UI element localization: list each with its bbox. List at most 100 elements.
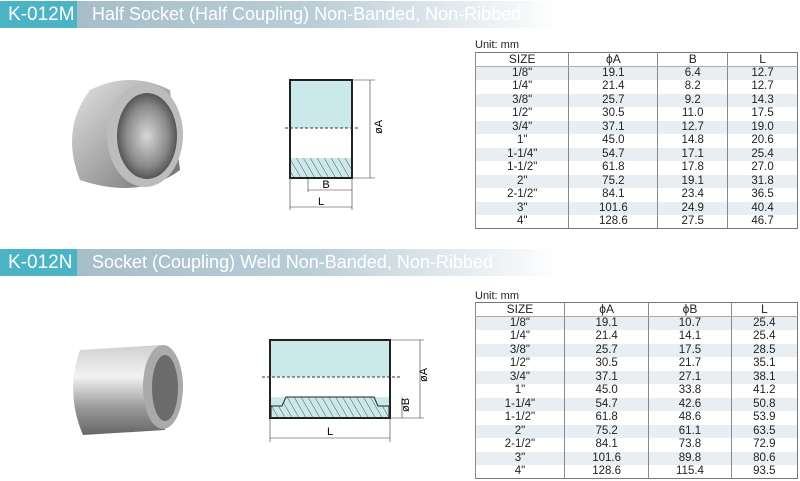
table-cell: 1/4" xyxy=(475,330,565,344)
column-header: ϕA xyxy=(568,52,658,67)
table-cell: 9.2 xyxy=(657,93,728,107)
unit-label: Unit: mm xyxy=(475,290,519,302)
table-cell: 128.6 xyxy=(563,465,649,479)
dim-l-label: L xyxy=(318,196,324,208)
table-cell: 12.7 xyxy=(657,120,728,134)
table-cell: 1-1/2" xyxy=(474,161,569,175)
table-cell: 25.4 xyxy=(727,147,798,161)
table-cell: 84.1 xyxy=(568,188,658,202)
table-cell: 30.5 xyxy=(563,357,649,371)
table-cell: 61.8 xyxy=(568,161,658,175)
product-title: Socket (Coupling) Weld Non-Banded, Non-R… xyxy=(92,252,493,272)
table-cell: 19.1 xyxy=(568,66,658,80)
table-cell: 1" xyxy=(475,384,565,398)
table-cell: 25.4 xyxy=(730,330,798,344)
table-cell: 42.6 xyxy=(648,397,732,411)
table-cell: 17.8 xyxy=(657,161,728,175)
table-cell: 3/4" xyxy=(474,120,569,134)
table-cell: 48.6 xyxy=(648,411,732,425)
column-header: ϕA xyxy=(563,302,649,317)
table-cell: 4" xyxy=(474,215,569,229)
table-cell: 3" xyxy=(474,201,569,215)
table-cell: 84.1 xyxy=(563,438,649,452)
table-cell: 14.8 xyxy=(657,134,728,148)
socket-photo xyxy=(73,345,183,435)
dim-a-label: øA xyxy=(373,119,385,134)
table-cell: 11.0 xyxy=(657,107,728,121)
table-cell: 8.2 xyxy=(657,80,728,94)
table-cell: 21.7 xyxy=(648,357,732,371)
dim-b-label: B xyxy=(322,179,329,191)
table-cell: 28.5 xyxy=(730,343,798,357)
table-cell: 54.7 xyxy=(563,397,649,411)
table-cell: 3/8" xyxy=(475,343,565,357)
table-cell: 50.8 xyxy=(730,397,798,411)
product-title: Half Socket (Half Coupling) Non-Banded, … xyxy=(92,4,522,24)
section-header-k012n: K-012N Socket (Coupling) Weld Non-Banded… xyxy=(0,249,560,276)
table-cell: 27.0 xyxy=(727,161,798,175)
table-cell: 3/4" xyxy=(475,370,565,384)
table-cell: 45.0 xyxy=(568,134,658,148)
table-cell: 61.1 xyxy=(648,424,732,438)
table-cell: 21.4 xyxy=(568,80,658,94)
table-cell: 72.9 xyxy=(730,438,798,452)
table-cell: 1/2" xyxy=(475,357,565,371)
table-cell: 1/2" xyxy=(474,107,569,121)
table-cell: 31.8 xyxy=(727,174,798,188)
table-cell: 33.8 xyxy=(648,384,732,398)
table-cell: 89.8 xyxy=(648,451,732,465)
table-cell: 1-1/2" xyxy=(475,411,565,425)
table-cell: 37.1 xyxy=(568,120,658,134)
table-cell: 12.7 xyxy=(727,66,798,80)
table-cell: 27.5 xyxy=(657,215,728,229)
table-cell: 75.2 xyxy=(568,174,658,188)
table-cell: 25.7 xyxy=(563,343,649,357)
product-code: K-012M xyxy=(0,1,77,28)
column-header: B xyxy=(657,52,728,67)
table-cell: 17.5 xyxy=(648,343,732,357)
unit-label: Unit: mm xyxy=(475,39,519,51)
table-cell: 3/8" xyxy=(474,93,569,107)
table-cell: 35.1 xyxy=(730,357,798,371)
table-cell: 2" xyxy=(475,424,565,438)
table-cell: 101.6 xyxy=(568,201,658,215)
table-cell: 2-1/2" xyxy=(475,438,565,452)
table-cell: 1-1/4" xyxy=(474,147,569,161)
socket-drawing: øB øA L xyxy=(262,339,430,442)
section-header-k012m: K-012M Half Socket (Half Coupling) Non-B… xyxy=(0,1,560,28)
table-cell: 2" xyxy=(474,174,569,188)
column-header: SIZE xyxy=(475,302,565,317)
dim-b-label: øB xyxy=(400,398,412,412)
table-cell: 12.7 xyxy=(727,80,798,94)
table-cell: 6.4 xyxy=(657,66,728,80)
table-cell: 1/8" xyxy=(475,316,565,330)
table-cell: 1" xyxy=(474,134,569,148)
table-cell: 3" xyxy=(475,451,565,465)
table-cell: 73.8 xyxy=(648,438,732,452)
column-header: SIZE xyxy=(474,52,569,67)
column-header: L xyxy=(727,52,798,67)
table-cell: 93.5 xyxy=(730,465,798,479)
table-cell: 1-1/4" xyxy=(475,397,565,411)
table-cell: 19.0 xyxy=(727,120,798,134)
column-header: L xyxy=(730,302,798,317)
table-cell: 54.7 xyxy=(568,147,658,161)
table-cell: 101.6 xyxy=(563,451,649,465)
table-cell: 27.1 xyxy=(648,370,732,384)
table-cell: 1/4" xyxy=(474,80,569,94)
table-cell: 61.8 xyxy=(563,411,649,425)
table-cell: 20.6 xyxy=(727,134,798,148)
product-code: K-012N xyxy=(0,249,77,276)
table-cell: 36.5 xyxy=(727,188,798,202)
